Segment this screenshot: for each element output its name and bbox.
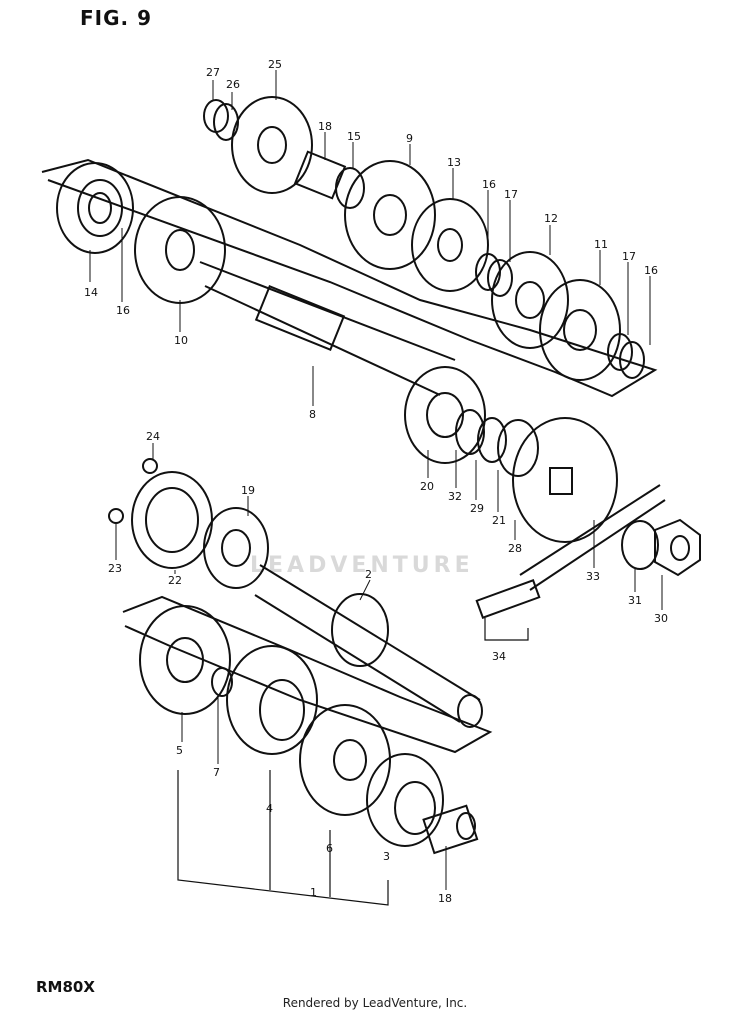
callout-22: 22: [168, 574, 182, 587]
screw-23: [108, 508, 124, 524]
bearing-18: [293, 150, 347, 200]
callout-28: 28: [508, 542, 522, 555]
washer-17-16-right: [607, 333, 645, 379]
callout-16-mid: 16: [482, 178, 496, 191]
driveshaft-2: [254, 564, 483, 728]
leader-lines: [89, 70, 663, 890]
callout-16-left: 16: [116, 304, 130, 317]
gear-5: [139, 605, 231, 715]
callout-10: 10: [174, 334, 188, 347]
callout-1: 1: [310, 886, 317, 899]
callout-6: 6: [326, 842, 333, 855]
chain-joint-34: [475, 579, 541, 619]
callout-2: 2: [365, 568, 372, 581]
callout-9: 9: [406, 132, 413, 145]
nut-30: [654, 518, 701, 577]
callout-24: 24: [146, 430, 160, 443]
callout-18-lower: 18: [438, 892, 452, 905]
washer-15: [335, 167, 365, 209]
model-code: RM80X: [36, 978, 95, 996]
callout-29: 29: [470, 502, 484, 515]
callout-30: 30: [654, 612, 668, 625]
gear-10: [134, 196, 226, 304]
bearing-18-lower: [422, 804, 479, 855]
callout-3: 3: [383, 850, 390, 863]
clip-7: [211, 667, 233, 697]
callout-7: 7: [213, 766, 220, 779]
washer-16-17: [475, 253, 513, 297]
callout-32: 32: [448, 490, 462, 503]
callout-18-upper: 18: [318, 120, 332, 133]
callout-11: 11: [594, 238, 608, 251]
bearing-19: [203, 507, 269, 589]
gear-12: [491, 251, 569, 349]
callout-17-right: 17: [622, 250, 636, 263]
callout-16-right: 16: [644, 264, 658, 277]
washer-26-27: [203, 99, 239, 141]
chain-33: [519, 484, 666, 591]
callout-20: 20: [420, 480, 434, 493]
callout-8: 8: [309, 408, 316, 421]
upper-assembly-frame: [41, 158, 658, 398]
callout-13: 13: [447, 156, 461, 169]
callout-19: 19: [241, 484, 255, 497]
callout-4: 4: [266, 802, 273, 815]
callout-23: 23: [108, 562, 122, 575]
callout-25: 25: [268, 58, 282, 71]
gear-4: [226, 645, 318, 755]
group-34-bracket: [484, 618, 529, 641]
plate-22: [131, 471, 213, 569]
figure-title: FIG. 9: [80, 6, 152, 30]
callout-33: 33: [586, 570, 600, 583]
callout-31: 31: [628, 594, 642, 607]
callout-21: 21: [492, 514, 506, 527]
gear-14: [56, 162, 134, 254]
sprocket-28: [512, 417, 618, 543]
gear-11: [539, 279, 621, 381]
bearing-20: [404, 366, 486, 464]
gear-3: [366, 753, 444, 847]
gear-25: [231, 96, 313, 194]
callout-27: 27: [206, 66, 220, 79]
credit-line: Rendered by LeadVenture, Inc.: [282, 996, 468, 1010]
lower-assembly-frame: [122, 595, 493, 754]
callout-15: 15: [347, 130, 361, 143]
watermark: LEADVENTURE: [250, 553, 474, 578]
callout-5: 5: [176, 744, 183, 757]
callout-14: 14: [84, 286, 98, 299]
countershaft-8: [199, 261, 456, 396]
callout-12: 12: [544, 212, 558, 225]
callout-26: 26: [226, 78, 240, 91]
callout-34: 34: [492, 650, 506, 663]
callout-17-mid: 17: [504, 188, 518, 201]
group-1-bracket: [177, 770, 389, 906]
gear-6: [299, 704, 391, 816]
washer-31: [621, 520, 659, 570]
screw-24: [142, 458, 158, 474]
seals-32-29-21: [455, 409, 539, 477]
gear-9: [344, 160, 436, 270]
